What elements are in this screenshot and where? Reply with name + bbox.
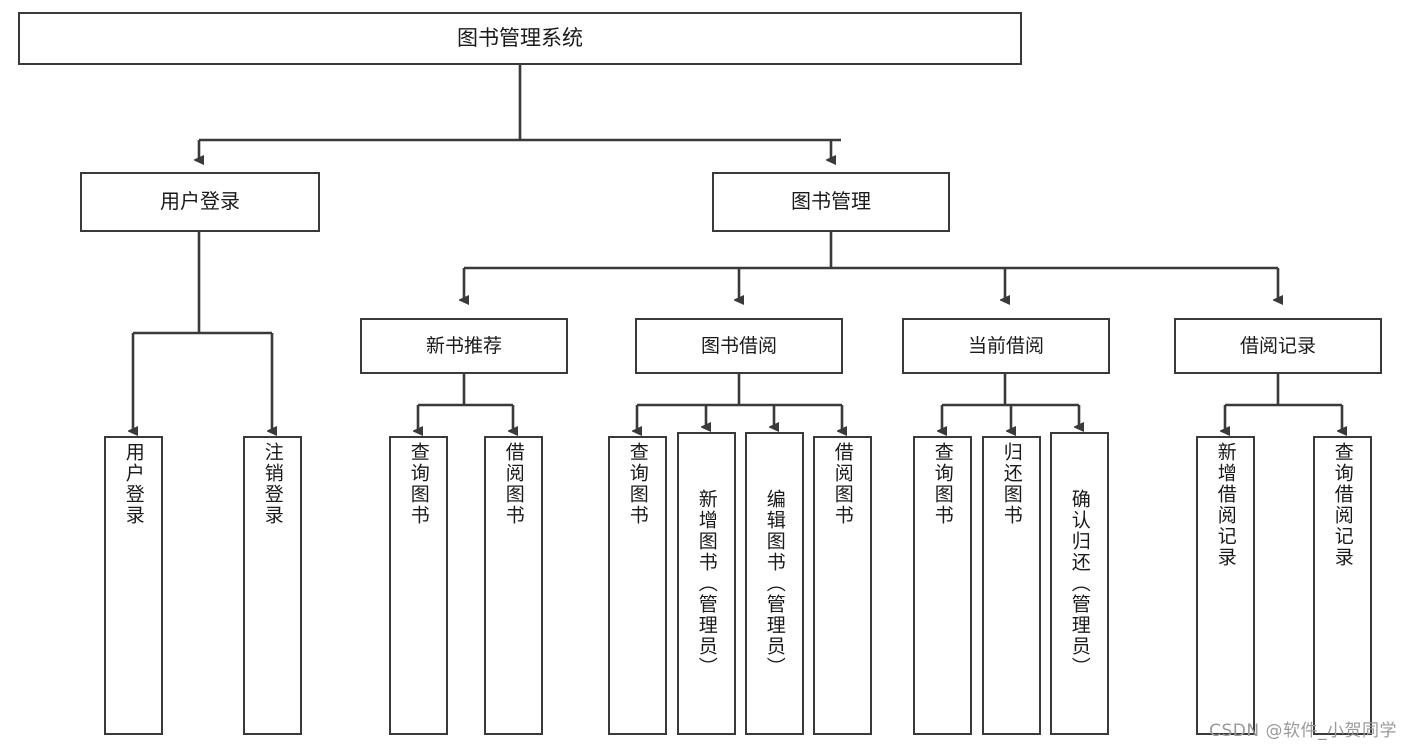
leaf-book-borrow-lend-label: 借阅图书 xyxy=(831,442,854,526)
leaf-new-book-query-label: 查询图书 xyxy=(407,442,430,526)
leaf-new-book-query[interactable]: 查询图书 xyxy=(389,436,448,735)
leaf-book-borrow-edit-label: 编辑图书（管理员） xyxy=(763,489,786,678)
leaf-user-login-logout-label: 注销登录 xyxy=(261,442,284,526)
node-current-borrow-label: 当前借阅 xyxy=(967,334,1044,357)
node-borrow-record[interactable]: 借阅记录 xyxy=(1174,318,1382,374)
leaf-current-borrow-confirm-label: 确认归还（管理员） xyxy=(1068,489,1091,678)
watermark: CSDN @软件_小贺同学 xyxy=(1209,721,1397,741)
node-current-borrow[interactable]: 当前借阅 xyxy=(902,318,1110,374)
leaf-user-login-login-label: 用户登录 xyxy=(122,442,145,526)
leaf-book-borrow-edit[interactable]: 编辑图书（管理员） xyxy=(745,432,804,735)
leaf-current-borrow-query[interactable]: 查询图书 xyxy=(913,436,972,735)
node-book-borrow-label: 图书借阅 xyxy=(700,334,777,357)
node-root[interactable]: 图书管理系统 xyxy=(18,12,1022,65)
leaf-current-borrow-return-label: 归还图书 xyxy=(1000,442,1023,526)
leaf-user-login-logout[interactable]: 注销登录 xyxy=(243,436,302,735)
leaf-book-borrow-add-label: 新增图书（管理员） xyxy=(695,489,718,678)
leaf-current-borrow-confirm[interactable]: 确认归还（管理员） xyxy=(1050,432,1109,735)
leaf-book-borrow-query-label: 查询图书 xyxy=(626,442,649,526)
leaf-borrow-record-add-label: 新增借阅记录 xyxy=(1214,442,1237,568)
leaf-book-borrow-query[interactable]: 查询图书 xyxy=(608,436,667,735)
leaf-book-borrow-add[interactable]: 新增图书（管理员） xyxy=(677,432,736,735)
node-new-book[interactable]: 新书推荐 xyxy=(360,318,568,374)
leaf-current-borrow-return[interactable]: 归还图书 xyxy=(982,436,1041,735)
leaf-new-book-borrow-label: 借阅图书 xyxy=(502,442,525,526)
node-book-manage[interactable]: 图书管理 xyxy=(712,172,950,232)
node-borrow-record-label: 借阅记录 xyxy=(1239,334,1316,357)
leaf-borrow-record-query-label: 查询借阅记录 xyxy=(1331,442,1354,568)
leaf-new-book-borrow[interactable]: 借阅图书 xyxy=(484,436,543,735)
node-user-login[interactable]: 用户登录 xyxy=(80,172,320,232)
leaf-borrow-record-add[interactable]: 新增借阅记录 xyxy=(1196,436,1255,735)
leaf-user-login-login[interactable]: 用户登录 xyxy=(104,436,163,735)
node-root-label: 图书管理系统 xyxy=(457,26,583,51)
node-book-borrow[interactable]: 图书借阅 xyxy=(635,318,843,374)
node-book-manage-label: 图书管理 xyxy=(791,189,871,214)
leaf-book-borrow-lend[interactable]: 借阅图书 xyxy=(813,436,872,735)
node-user-login-label: 用户登录 xyxy=(160,189,240,214)
node-new-book-label: 新书推荐 xyxy=(425,334,502,357)
leaf-current-borrow-query-label: 查询图书 xyxy=(931,442,954,526)
leaf-borrow-record-query[interactable]: 查询借阅记录 xyxy=(1313,436,1372,735)
